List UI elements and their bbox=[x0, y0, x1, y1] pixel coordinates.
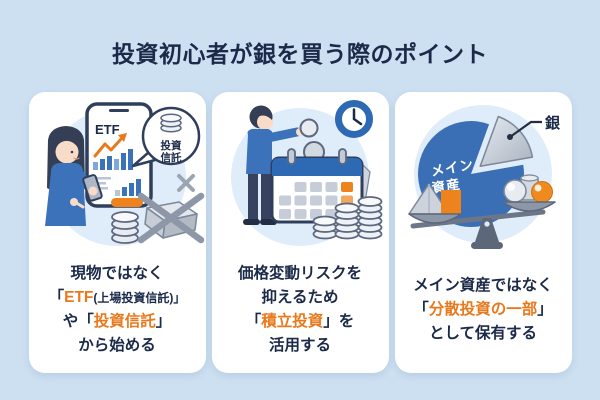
illustration-pie-balance: メイン 資産 銀 bbox=[395, 92, 572, 255]
coin-stack-icon bbox=[312, 196, 382, 240]
man-illustration bbox=[242, 105, 318, 225]
cards-row: ETF bbox=[28, 92, 572, 373]
page-title: 投資初心者が銀を買う際のポイント bbox=[112, 41, 488, 67]
caption-text: (上場投資信託)」 bbox=[93, 290, 186, 305]
caption-text: として保有する bbox=[428, 325, 538, 343]
cube-icon bbox=[440, 190, 461, 214]
left-dish bbox=[407, 213, 462, 224]
sphere-icon bbox=[502, 179, 527, 203]
card-etf-caption: 現物ではなく 「ETF(上場投資信託)」 や「投資信託」 から始める bbox=[29, 255, 206, 373]
caption-text: 「 bbox=[245, 313, 262, 330]
caption-text: 」 bbox=[155, 313, 172, 330]
caption-text: 現物ではなく bbox=[70, 264, 164, 282]
caption-line: や「投資信託」 bbox=[63, 310, 172, 334]
card-bunsan: メイン 資産 銀 bbox=[394, 92, 572, 373]
caption-line: 「分散投資の一部」 bbox=[413, 298, 553, 322]
bubble-text-line1: 投資 bbox=[160, 139, 181, 152]
caption-line: 抑えるため bbox=[261, 286, 338, 310]
caption-text: メイン資産ではなく bbox=[413, 276, 553, 294]
illustration-woman-smartphone: ETF bbox=[29, 92, 206, 255]
silver-slice bbox=[478, 115, 533, 168]
orange-button bbox=[110, 198, 143, 207]
illustration-man-calendar bbox=[212, 92, 389, 255]
caption-text: 抑えるため bbox=[261, 288, 339, 306]
clock-icon bbox=[334, 100, 373, 138]
caption-line: から始める bbox=[78, 334, 156, 358]
etf-label: ETF bbox=[95, 122, 120, 137]
caption-text-highlight: 投資信託 bbox=[93, 313, 156, 330]
caption-text: や「 bbox=[62, 313, 94, 330]
speech-bubble-icon: 投資 信託 bbox=[131, 106, 200, 168]
right-dish bbox=[501, 201, 556, 212]
woman-illustration bbox=[44, 126, 103, 226]
pie-main-label-line1: メイン bbox=[429, 157, 474, 179]
caption-text: 「 bbox=[413, 300, 429, 318]
orange-sphere-icon bbox=[530, 181, 553, 203]
bubble-text-line2: 信託 bbox=[160, 151, 181, 164]
caption-line: 価格変動リスクを bbox=[238, 262, 362, 286]
smartphone-icon: ETF bbox=[84, 102, 153, 208]
card-tsumitate-caption: 価格変動リスクを 抑えるため 「積立投資」を 活用する bbox=[212, 255, 389, 373]
caption-line: 「ETF(上場投資信託)」 bbox=[49, 286, 186, 310]
caption-text: 活用する bbox=[268, 337, 331, 355]
coin-stack-icon bbox=[110, 211, 139, 244]
caption-line: 現物ではなく bbox=[70, 262, 163, 286]
silver-slice-label: 銀 bbox=[545, 114, 560, 132]
coin-icon bbox=[299, 118, 318, 138]
caption-text: 」 bbox=[537, 300, 553, 318]
card-etf: ETF bbox=[28, 92, 206, 373]
caption-text: 「 bbox=[48, 288, 65, 306]
cross-mark-icon bbox=[137, 174, 204, 244]
card-tsumitate: 価格変動リスクを 抑えるため 「積立投資」を 活用する bbox=[211, 92, 389, 373]
caption-text-highlight: 積立投資 bbox=[261, 313, 324, 330]
caption-line: 活用する bbox=[269, 334, 331, 358]
caption-text: 」を bbox=[323, 313, 355, 330]
etf-chart-icon bbox=[92, 133, 133, 170]
caption-text-highlight: ETF bbox=[64, 288, 94, 306]
caption-text: から始める bbox=[78, 337, 156, 355]
caption-line: として保有する bbox=[429, 322, 537, 346]
caption-line: 「積立投資」を bbox=[246, 310, 355, 334]
mini-bar-chart-icon bbox=[114, 179, 141, 196]
coin-stack-icon bbox=[159, 113, 182, 133]
caption-text: 価格変動リスクを bbox=[237, 264, 362, 282]
caption-text-highlight: 分散投資の一部 bbox=[428, 300, 538, 318]
caption-line: メイン資産ではなく bbox=[413, 274, 553, 298]
card-bunsan-caption: メイン資産ではなく 「分散投資の一部」 として保有する bbox=[395, 255, 572, 373]
balance-scale-icon bbox=[407, 174, 556, 249]
